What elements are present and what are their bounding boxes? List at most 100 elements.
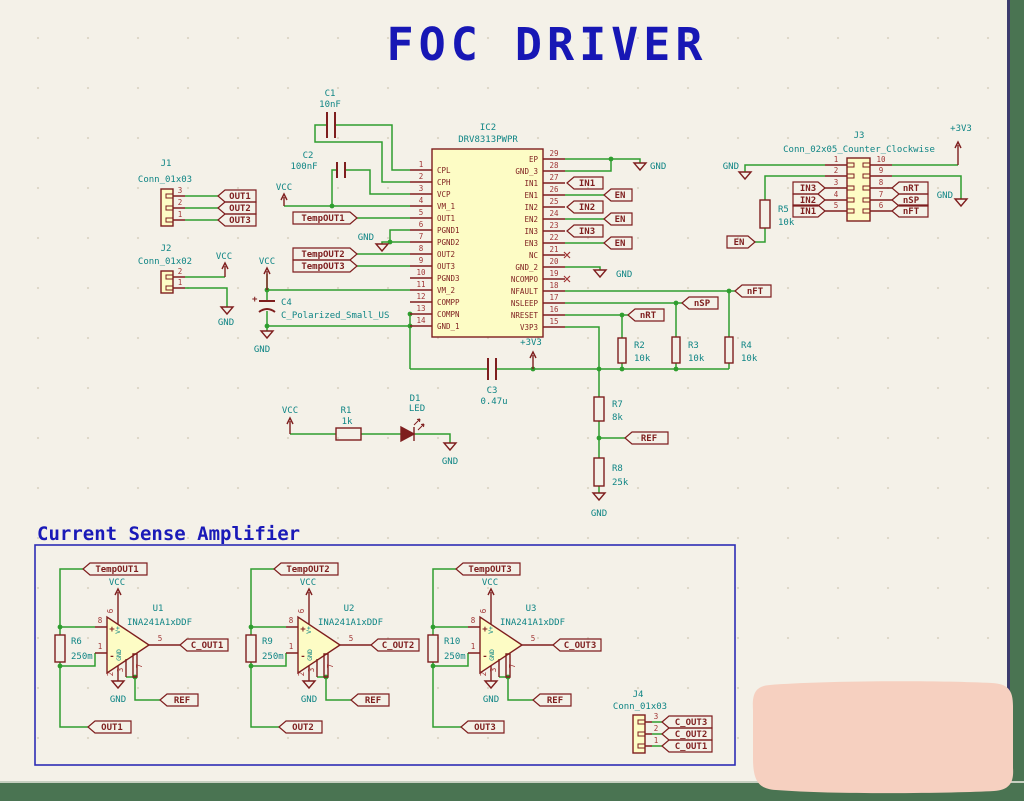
vcc-power-icon [305,587,313,602]
net-label[interactable] [82,562,148,576]
resistor-r5[interactable] [759,199,771,229]
c4-value: C_Polarized_Small_US [281,311,389,321]
net-label[interactable] [603,188,633,202]
net-label-text: TempOUT2 [301,250,344,260]
r4-ref: R4 [741,341,752,351]
c4-ref: C4 [281,298,292,308]
net-label[interactable] [350,693,390,707]
net-label[interactable] [217,213,257,227]
capacitor-c2[interactable]: C2 100nF [290,151,346,178]
ic2-body[interactable] [431,148,544,338]
junction-dot [57,624,63,630]
net-label[interactable] [159,693,199,707]
net-label[interactable] [603,236,633,250]
ic2-pin-number: 13 [416,304,425,313]
gnd-power-icon [632,162,648,172]
opamp-symbol[interactable] [479,615,524,675]
resistors[interactable]: R2 10k R3 10k R4 10k R5 10k R7 8k R8 25k… [335,199,795,488]
pin-number: 10 [876,155,886,164]
opamp-channel[interactable]: R6250mVCCGND8156237+-V+GNDU1INA241A1xDDF… [54,562,229,734]
net-label-text: IN2 [800,196,816,206]
net-label[interactable] [566,224,604,238]
pin-number: 8 [879,178,884,187]
pin-number: 1 [178,278,183,287]
opamp-value: INA241A1xDDF [318,618,383,628]
connector-j2[interactable]: J2 Conn_01x02 [138,244,192,294]
net-label[interactable] [552,638,602,652]
net-label[interactable] [603,212,633,226]
pin-number: 3 [178,186,183,195]
net-label[interactable] [217,189,257,203]
opamp-channel[interactable]: R10250mVCCGND8156237+-V+GNDU3INA241A1xDD… [427,562,602,734]
net-label[interactable] [627,308,665,322]
net-label[interactable] [661,739,713,753]
led-d1[interactable]: D1 LED [400,394,425,443]
net-label[interactable] [661,727,713,741]
net-label-text: EN [615,191,626,201]
connector-j1[interactable]: J1 Conn_01x03 [138,159,192,227]
net-label[interactable] [460,720,505,734]
shunt-value: 250m [444,652,466,662]
net-label[interactable] [734,284,772,298]
net-label[interactable] [661,715,713,729]
resistor-r3[interactable] [671,336,681,364]
net-label[interactable] [891,204,929,218]
net-label[interactable] [792,204,826,218]
shunt-resistor[interactable] [245,634,257,663]
net-label[interactable] [455,562,521,576]
opamp-gnd-pin: GND [115,649,123,661]
net-label[interactable] [891,193,929,207]
net-label[interactable] [278,720,323,734]
connector-j3[interactable]: J3 Conn_02x05_Counter_Clockwise [783,131,935,222]
junction-dot [57,663,63,669]
opamp-symbol[interactable] [106,615,151,675]
ic2-pin-name: EP [529,155,539,164]
net-label[interactable] [217,201,257,215]
resistor-r7[interactable] [593,396,605,422]
capacitor-c3[interactable]: C3 0.47u [480,358,508,407]
capacitor-c4[interactable]: + C4 C_Polarized_Small_US [252,295,389,321]
net-label[interactable] [726,235,756,249]
resistor-r2[interactable] [617,337,627,364]
ic2-symbol[interactable]: IC2 DRV8313PWPR 1CPL2CPH3VCP4VM_15OUT16P… [410,123,571,338]
net-label[interactable] [532,693,572,707]
net-label[interactable] [292,247,358,261]
net-label[interactable] [87,720,132,734]
net-label[interactable] [624,431,669,445]
opamp-symbol[interactable] [297,615,342,675]
net-label[interactable] [891,181,929,195]
resistor-r8[interactable] [593,457,605,487]
junction-dot [248,663,254,669]
resistor-r1[interactable] [335,427,362,441]
ic2-pin-name: NCOMPO [511,275,539,284]
net-label[interactable] [566,176,604,190]
net-label[interactable] [370,638,420,652]
net-label-text: nFT [903,207,920,217]
junction-dot [430,624,436,630]
ic2-pin-number: 3 [419,184,424,193]
net-label[interactable] [566,200,604,214]
net-label[interactable] [292,211,358,225]
resistor-r4[interactable] [724,336,734,364]
net-label[interactable] [681,296,719,310]
ic2-pin-name: CPH [437,178,451,187]
capacitor-c1[interactable]: C1 10nF [319,89,341,138]
opamp-channel[interactable]: R9250mVCCGND8156237+-V+GNDU2INA241A1xDDF… [245,562,420,734]
net-label[interactable] [273,562,339,576]
net-label[interactable] [792,181,826,195]
pin-number: 3 [489,668,498,673]
net-label-text: TempOUT1 [95,565,138,575]
shunt-resistor[interactable] [54,634,66,663]
r3-value: 10k [688,354,705,364]
net-label[interactable] [292,259,358,273]
connector-j4[interactable]: J4 Conn_01x03 [613,690,667,754]
gnd-power-icon [259,330,275,340]
net-label[interactable] [792,193,826,207]
shunt-resistor[interactable] [427,634,439,663]
net-label-text: TempOUT3 [468,565,511,575]
ic2-pin-number: 26 [549,185,559,194]
junction-dot [430,663,436,669]
net-label[interactable] [179,638,229,652]
